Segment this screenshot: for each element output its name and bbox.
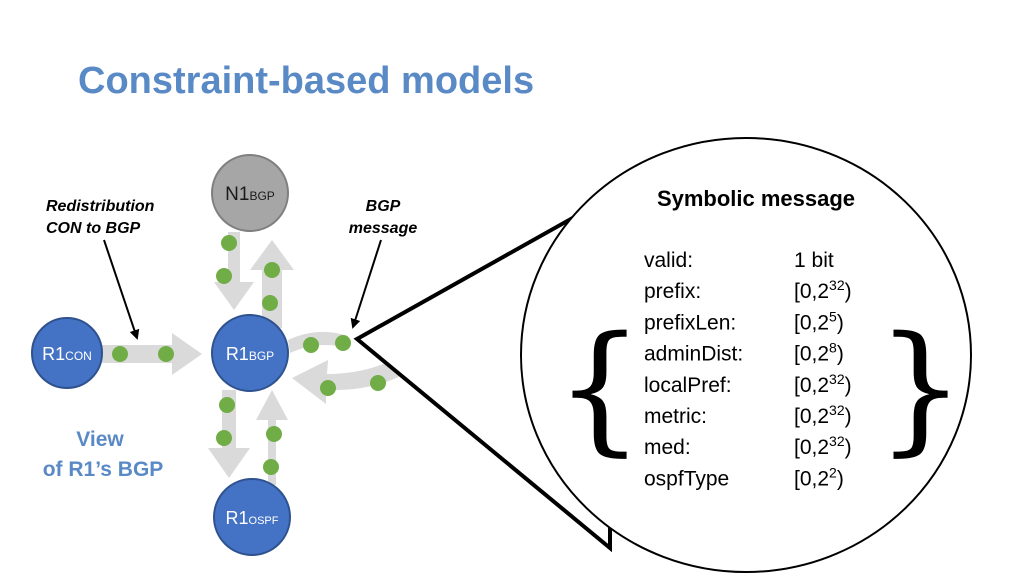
bgp-message-label-line2: message xyxy=(349,220,418,237)
field-value: [0,232) xyxy=(794,371,852,397)
dot xyxy=(112,346,128,362)
bgp-message-pointer xyxy=(350,239,382,329)
field-value: [0,232) xyxy=(794,433,852,459)
dot xyxy=(370,375,386,391)
field-value: [0,232) xyxy=(794,277,852,303)
dot xyxy=(266,426,282,442)
dot xyxy=(264,262,280,278)
node-r1-ospf-circle xyxy=(213,478,291,556)
dot xyxy=(216,268,232,284)
message-dots xyxy=(112,235,386,475)
arrow-bgp-to-n1 xyxy=(250,240,294,328)
field-value: [0,22) xyxy=(794,464,844,490)
symbolic-message-title: Symbolic message xyxy=(657,186,855,211)
dot xyxy=(221,235,237,251)
symbolic-message-bubble xyxy=(520,137,972,573)
field-name: metric: xyxy=(644,405,707,428)
redistribution-pointer xyxy=(103,239,140,340)
arrow-con-to-bgp xyxy=(102,333,202,375)
dot xyxy=(320,380,336,396)
node-r1-bgp-circle xyxy=(211,314,289,392)
node-r1-ospf-label: R1OSPF xyxy=(226,508,279,528)
field-value: [0,28) xyxy=(794,340,844,366)
dot xyxy=(303,337,319,353)
redistribution-label: Redistribution CON to BGP xyxy=(46,198,155,237)
dot xyxy=(219,397,235,413)
field-value: [0,232) xyxy=(794,402,852,428)
redistribution-label-line1: Redistribution xyxy=(46,198,155,215)
field-value: [0,25) xyxy=(794,308,844,334)
dot xyxy=(263,459,279,475)
slide-title: Constraint-based models xyxy=(78,60,535,102)
node-r1-bgp[interactable]: R1BGP xyxy=(211,314,289,392)
field-name: ospfType xyxy=(644,467,729,490)
redistribution-label-line2: CON to BGP xyxy=(46,220,141,237)
field-name: adminDist: xyxy=(644,343,743,366)
close-brace: } xyxy=(876,307,965,470)
field-name: valid: xyxy=(644,249,693,272)
view-label-line1: View xyxy=(76,428,124,451)
node-r1-con[interactable]: R1CON xyxy=(31,317,103,389)
dot xyxy=(262,295,278,311)
dot xyxy=(158,346,174,362)
bgp-message-label-line1: BGP xyxy=(366,198,401,215)
node-n1-bgp-label: N1BGP xyxy=(225,184,275,205)
node-r1-con-label: R1CON xyxy=(42,344,92,364)
node-n1-bgp[interactable]: N1BGP xyxy=(211,154,289,232)
field-name: med: xyxy=(644,436,691,459)
field-name: prefixLen: xyxy=(644,311,736,334)
arrow-n1-to-bgp xyxy=(214,232,254,310)
field-value: 1 bit xyxy=(794,249,834,272)
dot xyxy=(335,335,351,351)
message-field-list: valid: 1 bit prefix: [0,232) prefixLen: [0,25… xyxy=(644,249,852,490)
field-name: prefix: xyxy=(644,280,701,303)
open-brace: { xyxy=(555,307,644,470)
field-name: localPref: xyxy=(644,374,732,397)
bgp-message-label: BGP message xyxy=(349,198,418,237)
view-label: View of R1’s BGP xyxy=(43,428,164,481)
node-r1-ospf[interactable]: R1OSPF xyxy=(213,478,291,556)
dot xyxy=(216,430,232,446)
node-n1-bgp-circle xyxy=(211,154,289,232)
view-label-line2: of R1’s BGP xyxy=(43,458,164,481)
node-r1-con-circle xyxy=(31,317,103,389)
node-r1-bgp-label: R1BGP xyxy=(226,344,274,364)
